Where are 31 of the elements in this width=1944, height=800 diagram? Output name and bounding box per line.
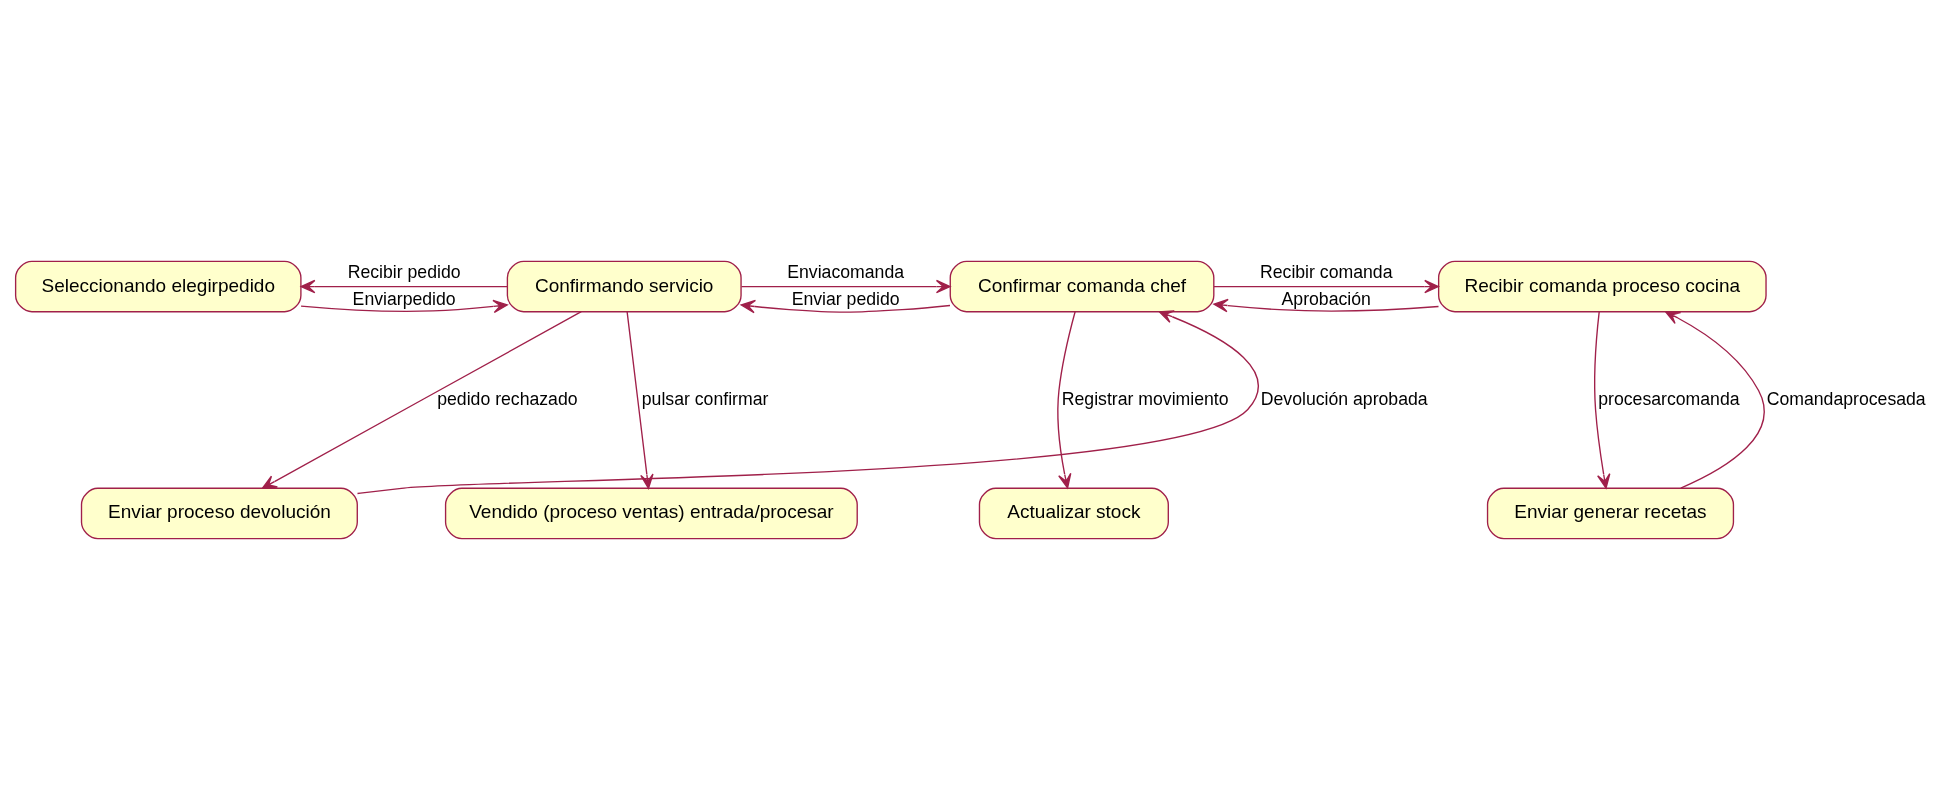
arrow — [300, 279, 508, 294]
edge-label: Devolución aprobada — [1260, 388, 1428, 409]
arrow — [1213, 279, 1440, 294]
node-box: Recibir comanda proceso cocina — [1437, 260, 1767, 313]
edge-label: Registrar movimiento — [1061, 388, 1229, 409]
edge-label: Enviar pedido — [791, 288, 900, 309]
node-box: Seleccionando elegirpedido — [14, 260, 302, 313]
arrow — [1665, 311, 1765, 489]
edge-label: Comandaprocesada — [1766, 388, 1926, 409]
edge-label: pedido rechazado — [437, 388, 578, 409]
edge-label: Aprobación — [1281, 288, 1371, 309]
arrow — [1057, 311, 1076, 489]
arrow — [261, 311, 582, 489]
node-box: Enviar generar recetas — [1486, 487, 1735, 540]
node-box: Actualizar stock — [978, 487, 1169, 540]
edge-label: Enviarpedido — [352, 288, 456, 309]
edge-label: Enviacomanda — [787, 261, 905, 282]
edge-label: Recibir comanda — [1259, 261, 1393, 282]
arrow — [300, 299, 508, 314]
node-box: Confirmar comanda chef — [949, 260, 1215, 313]
arrow — [740, 299, 951, 314]
arrow — [1213, 298, 1440, 313]
node-box: Enviar proceso devolución — [80, 487, 358, 540]
arrow — [356, 310, 1259, 495]
node-box: Vendido (proceso ventas) entrada/procesar — [444, 487, 858, 540]
edge-label: pulsar confirmar — [641, 388, 769, 409]
node-box: Confirmando servicio — [506, 260, 742, 313]
arrow — [1594, 311, 1611, 489]
edge-label: Recibir pedido — [347, 261, 461, 282]
edge-label: procesarcomanda — [1598, 388, 1740, 409]
arrow — [740, 279, 951, 294]
